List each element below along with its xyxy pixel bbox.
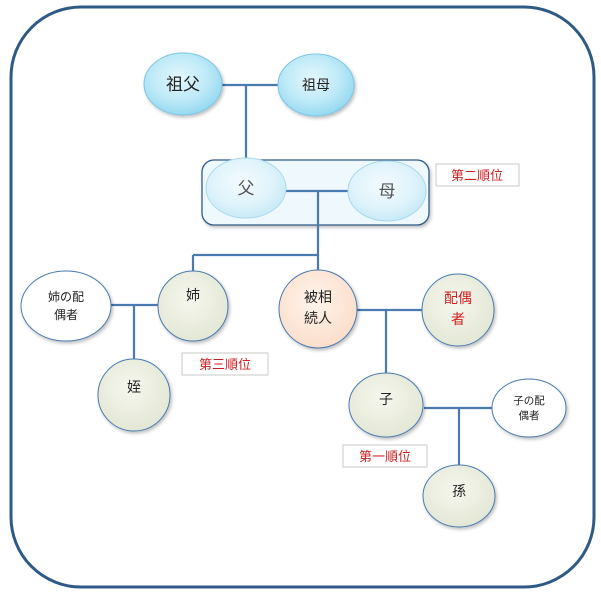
node-grandfather-label: 祖父 <box>166 75 200 95</box>
node-sister-spouse: 姉の配 偶者 <box>20 270 112 342</box>
rank-label-first: 第一順位 <box>342 444 428 468</box>
node-sister-spouse-shape <box>20 270 112 342</box>
node-father-shape <box>205 157 287 219</box>
rank-label-second-text: 第二順位 <box>451 169 503 184</box>
rank-label-second: 第二順位 <box>435 163 520 187</box>
rank-label-first-text: 第一順位 <box>359 450 411 465</box>
node-father: 父 <box>205 157 287 219</box>
node-mother-shape <box>347 160 427 222</box>
node-sister: 姉 <box>157 270 229 342</box>
connector-lines <box>111 83 493 468</box>
rank-label-third-text: 第三順位 <box>199 358 251 373</box>
node-child: 子 <box>348 372 424 438</box>
node-grandmother-shape <box>277 53 355 117</box>
node-child-spouse-label-line1: 子の配 <box>513 395 545 407</box>
node-child-spouse: 子の配 偶者 <box>491 378 567 438</box>
node-grandchild: 孫 <box>422 464 496 528</box>
node-grandmother: 祖母 <box>277 53 355 117</box>
node-child-spouse-shape <box>491 378 567 438</box>
rank-label-third-box <box>181 352 269 376</box>
node-mother: 母 <box>347 160 427 222</box>
node-child-shape <box>348 372 424 438</box>
node-niece-shape <box>97 358 171 432</box>
node-sister-spouse-label-line1: 姉の配 <box>48 289 84 304</box>
node-grandfather: 祖父 <box>143 52 223 116</box>
node-spouse-label-line2: 者 <box>451 312 465 328</box>
node-spouse-label-line1: 配偶 <box>444 291 472 307</box>
rank-label-third: 第三順位 <box>181 352 269 376</box>
node-decedent-shape <box>278 269 358 349</box>
node-spouse: 配偶 者 <box>421 273 495 347</box>
node-mother-label: 母 <box>379 182 396 202</box>
node-child-spouse-label-line2: 偶者 <box>519 409 540 422</box>
node-grandmother-label: 祖母 <box>302 78 330 94</box>
node-decedent-label-line2: 続人 <box>304 310 332 327</box>
node-decedent: 被相 続人 <box>278 269 358 349</box>
node-grandfather-shape <box>143 52 223 116</box>
rank-label-first-box <box>342 444 428 468</box>
node-grandchild-label: 孫 <box>452 484 466 500</box>
node-sister-shape <box>157 270 229 342</box>
node-child-label: 子 <box>379 392 393 408</box>
node-father-label: 父 <box>238 179 255 199</box>
node-grandchild-shape <box>422 464 496 528</box>
node-niece: 姪 <box>97 358 171 432</box>
rank-label-second-box <box>435 163 520 187</box>
node-decedent-label-line1: 被相 <box>304 290 332 306</box>
node-sister-label: 姉 <box>186 288 200 304</box>
node-sister-spouse-label-line2: 偶者 <box>54 308 78 322</box>
node-niece-label: 姪 <box>127 380 141 396</box>
node-spouse-shape <box>421 273 495 347</box>
